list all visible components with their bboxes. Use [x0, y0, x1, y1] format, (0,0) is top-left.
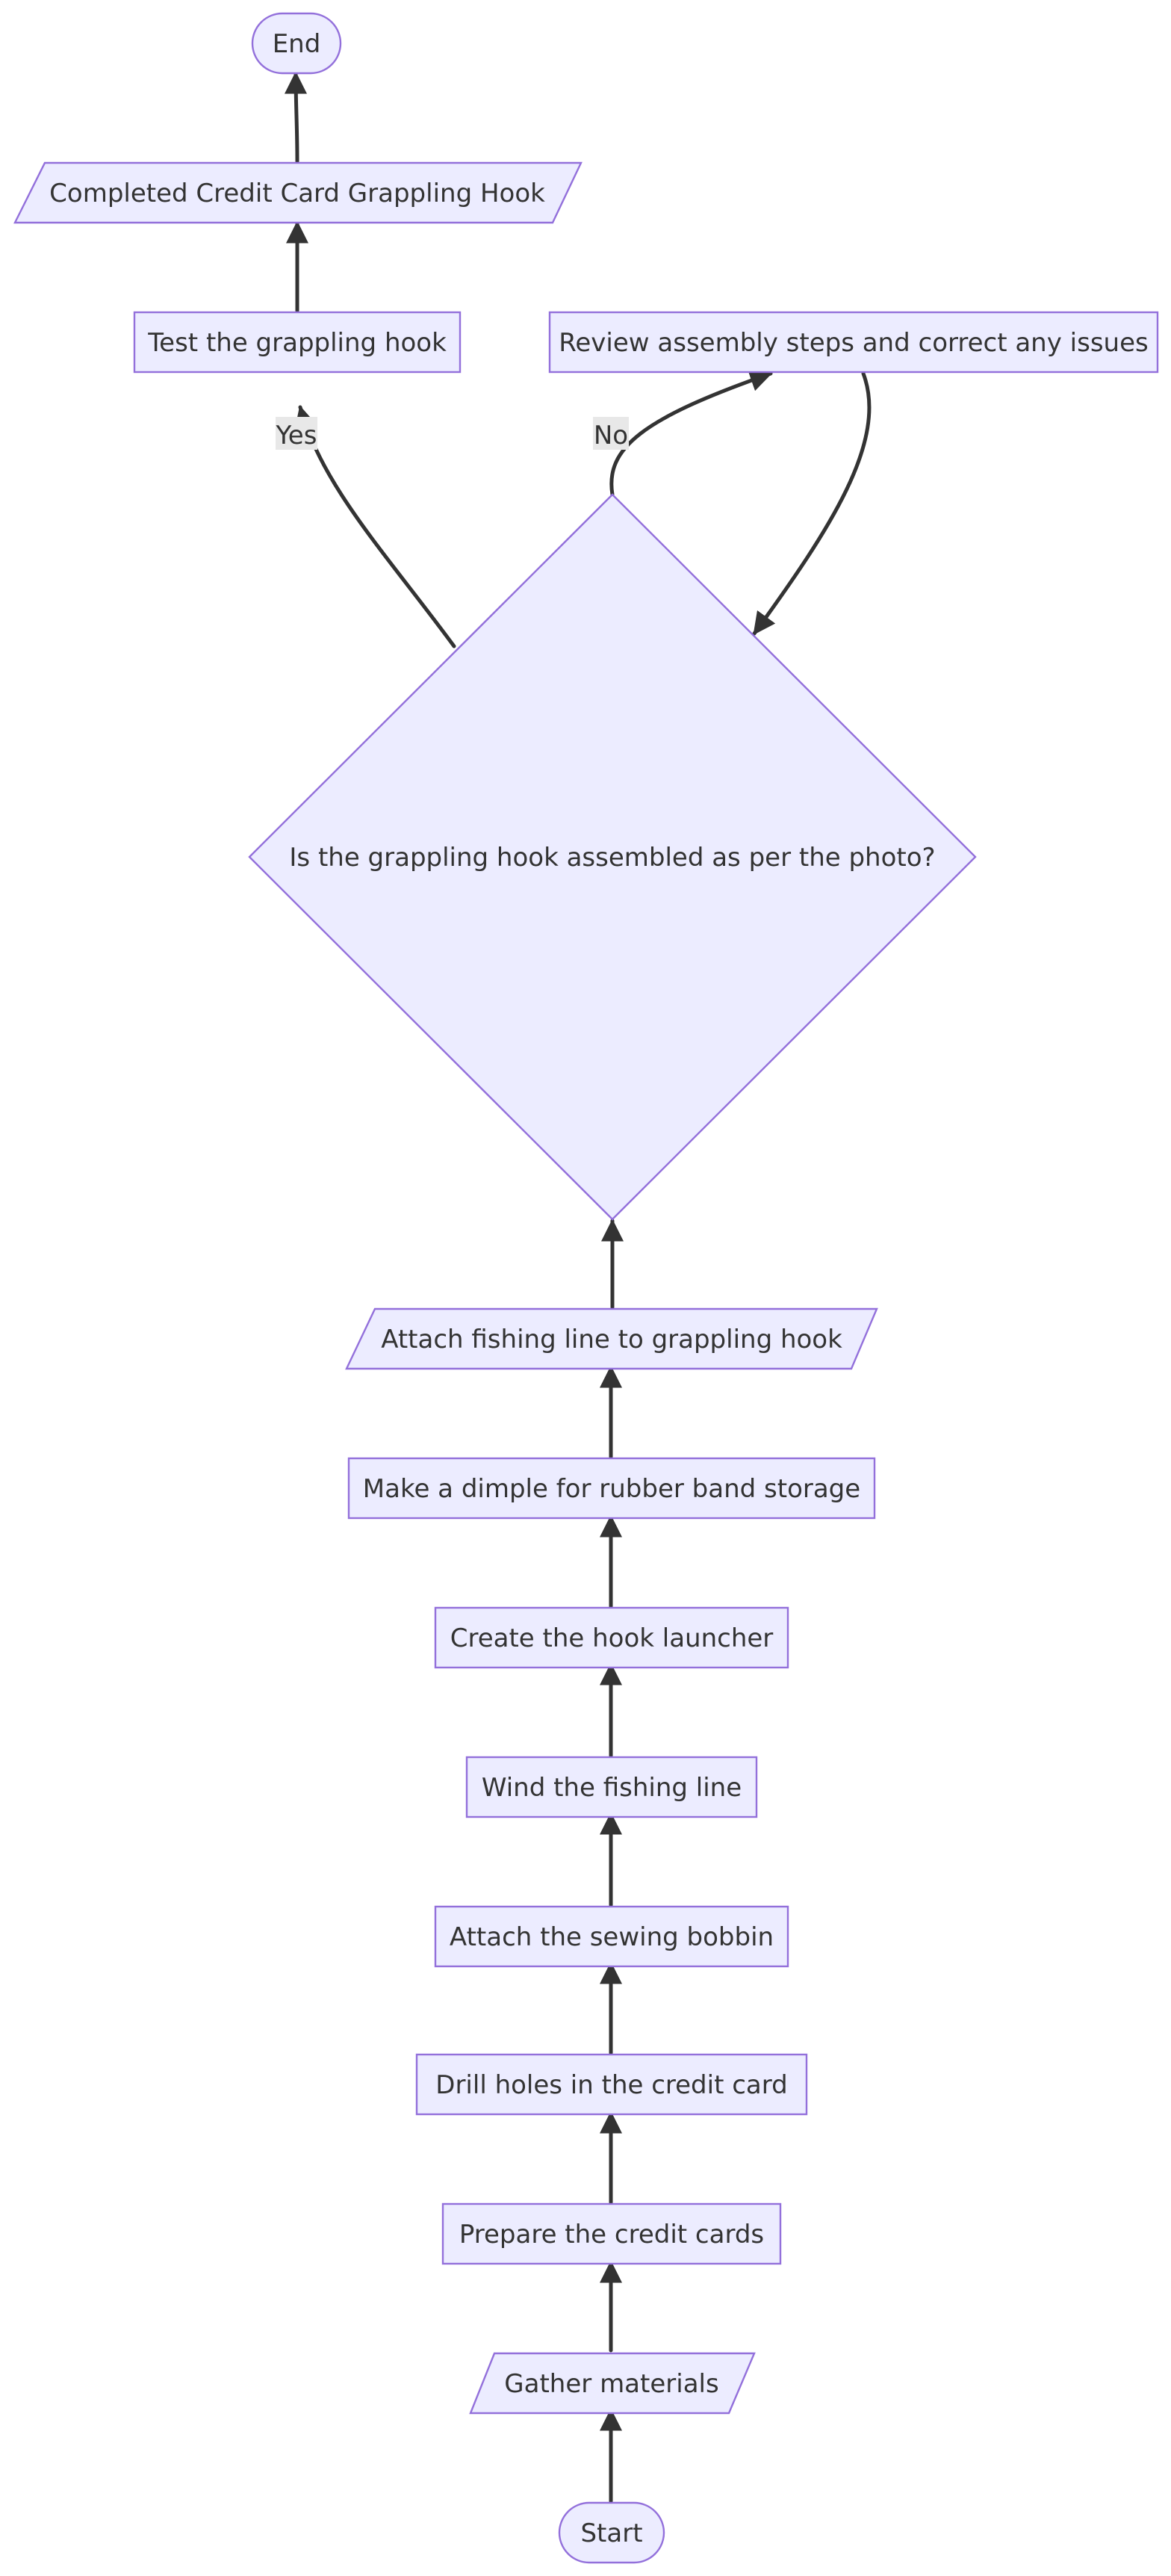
node-launcher-label: Create the hook launcher: [450, 1623, 774, 1653]
node-decision: Is the grappling hook assembled as per t…: [248, 493, 977, 1221]
edges: [285, 71, 872, 2504]
node-gather-label: Gather materials: [504, 2369, 718, 2399]
node-bobbin: Attach the sewing bobbin: [434, 1905, 789, 1968]
node-review-label: Review assembly steps and correct any is…: [559, 328, 1148, 358]
node-launcher-shape: [434, 1606, 789, 1669]
node-start: Start: [558, 2501, 665, 2564]
node-attach-line-label: Attach fishing line to grappling hook: [381, 1325, 842, 1354]
edge-decision-to-test-yes: [294, 405, 456, 648]
node-completed: Completed Credit Card Grappling Hook: [13, 161, 583, 224]
node-completed-shape: [13, 161, 583, 224]
node-prepare-label: Prepare the credit cards: [459, 2220, 764, 2250]
edge-decision-to-review-no: [609, 369, 773, 497]
edge-label-no-text: No: [594, 421, 628, 451]
node-gather-shape: [469, 2352, 756, 2415]
node-drill: Drill holes in the credit card: [415, 2053, 808, 2116]
node-end-label: End: [273, 29, 321, 59]
edge-completed-to-end: [285, 71, 308, 164]
node-start-label: Start: [580, 2518, 642, 2548]
edge-label-yes: Yes: [276, 417, 317, 451]
node-decision-label: Is the grappling hook assembled as per t…: [289, 843, 935, 873]
node-dimple: Make a dimple for rubber band storage: [347, 1457, 876, 1520]
edge-label-no-bg: [593, 417, 629, 450]
node-prepare-shape: [441, 2202, 782, 2265]
node-test-label: Test the grappling hook: [147, 328, 447, 358]
node-completed-label: Completed Credit Card Grappling Hook: [49, 179, 545, 208]
node-dimple-shape: [347, 1457, 876, 1520]
edge-label-no: No: [593, 417, 629, 451]
node-drill-label: Drill holes in the credit card: [435, 2070, 787, 2100]
node-start-shape: [558, 2501, 665, 2564]
node-attach-line: Attach fishing line to grappling hook: [345, 1307, 878, 1370]
node-bobbin-label: Attach the sewing bobbin: [450, 1922, 774, 1952]
node-wind: Wind the fishing line: [465, 1756, 758, 1818]
node-test: Test the grappling hook: [133, 311, 462, 374]
node-launcher: Create the hook launcher: [434, 1606, 789, 1669]
node-drill-shape: [415, 2053, 808, 2116]
node-dimple-label: Make a dimple for rubber band storage: [363, 1474, 860, 1504]
edge-review-to-decision: [752, 371, 872, 636]
node-bobbin-shape: [434, 1905, 789, 1968]
node-wind-label: Wind the fishing line: [482, 1773, 742, 1803]
node-prepare: Prepare the credit cards: [441, 2202, 782, 2265]
node-end-shape: [251, 12, 342, 75]
edge-label-yes-bg: [276, 417, 317, 450]
node-gather: Gather materials: [469, 2352, 756, 2415]
node-review-shape: [548, 311, 1159, 374]
node-test-shape: [133, 311, 462, 374]
edge-label-yes-text: Yes: [276, 421, 317, 451]
node-review: Review assembly steps and correct any is…: [548, 311, 1159, 374]
node-end: End: [251, 12, 342, 75]
node-decision-shape: [248, 493, 977, 1221]
node-attach-line-shape: [345, 1307, 878, 1370]
node-wind-shape: [465, 1756, 758, 1818]
